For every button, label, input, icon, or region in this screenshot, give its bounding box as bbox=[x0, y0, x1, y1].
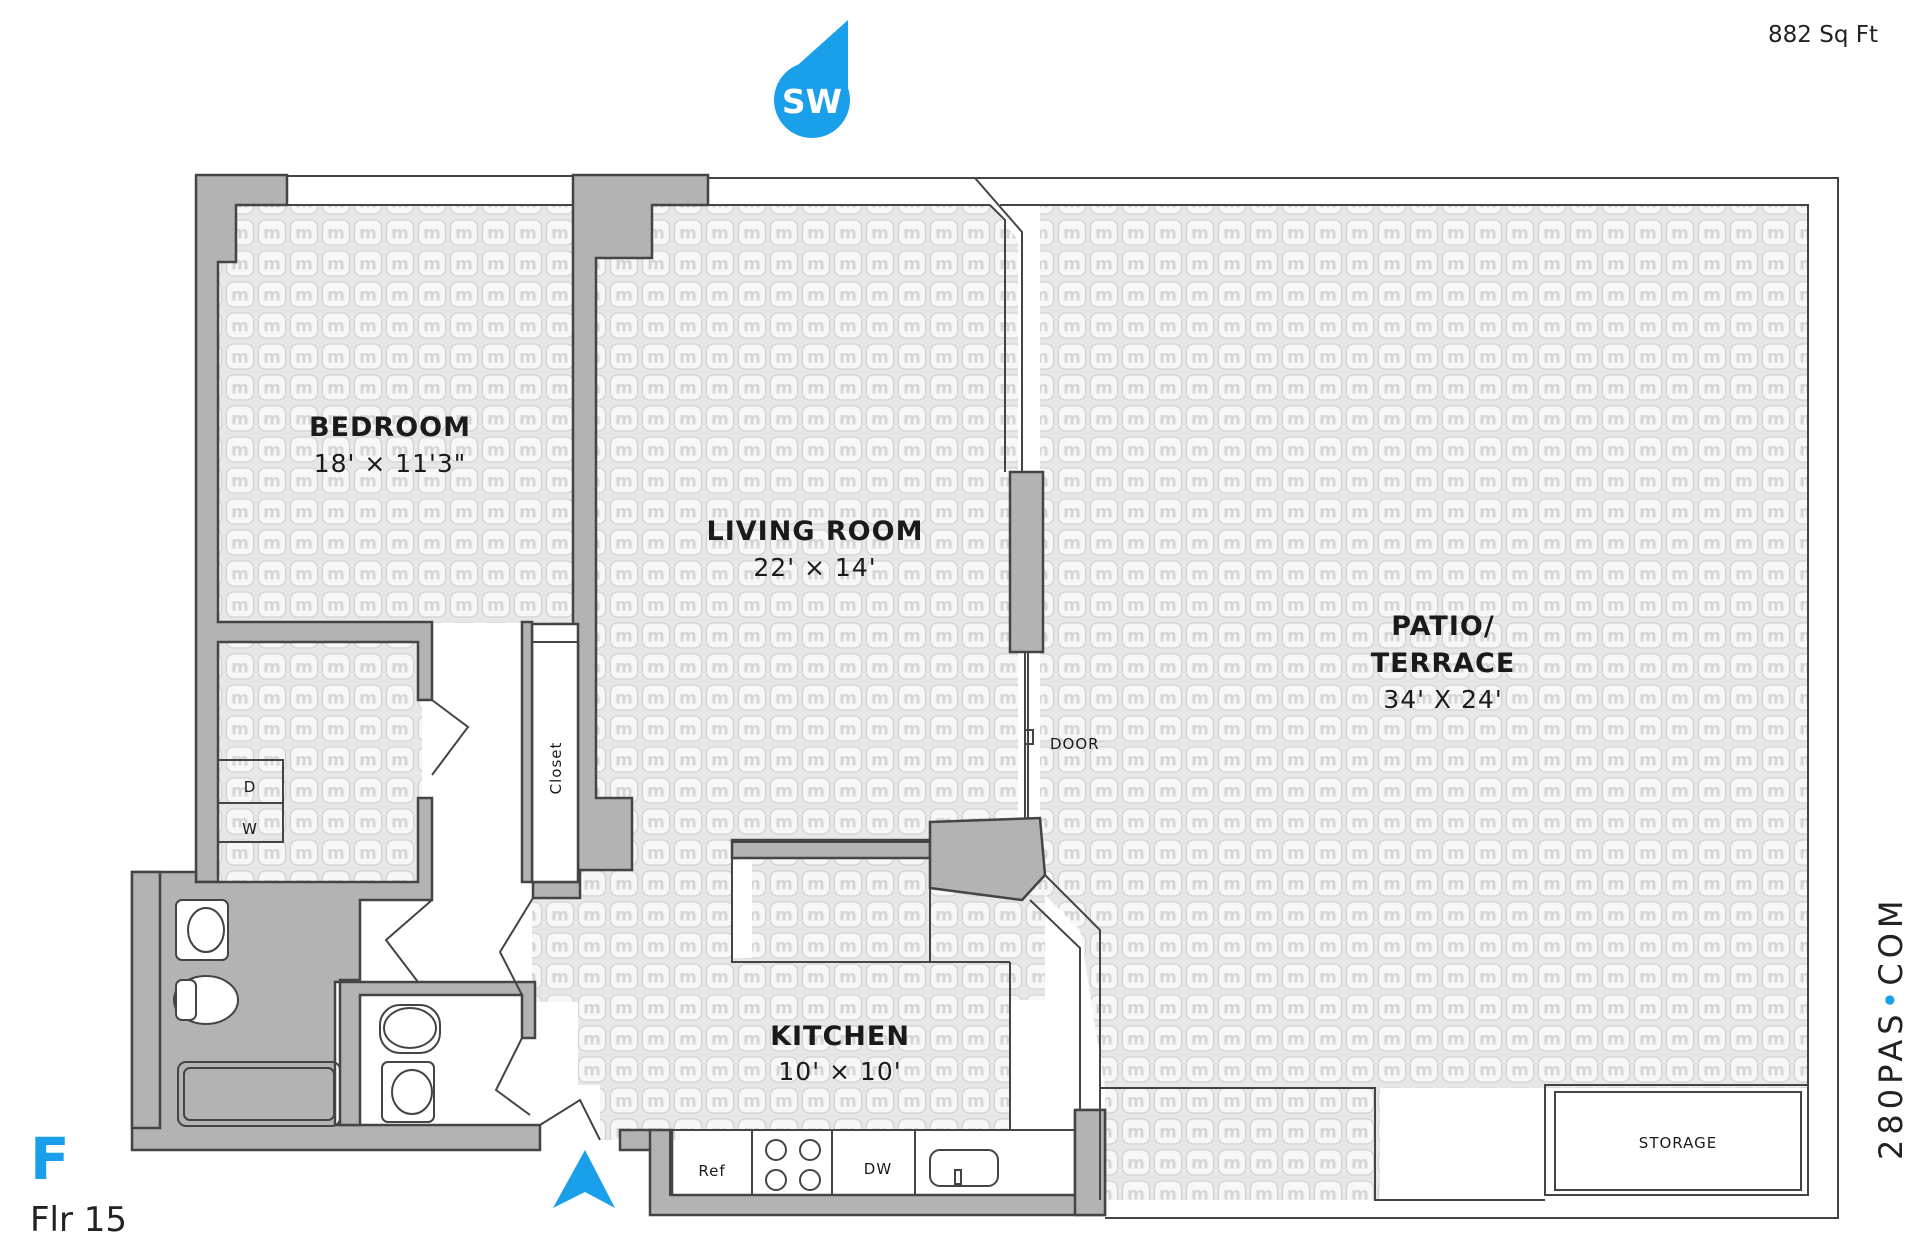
brand-text-a: 280PAS bbox=[1872, 1009, 1910, 1160]
kitchen-name: KITCHEN bbox=[770, 1021, 910, 1052]
living-room-name: LIVING ROOM bbox=[707, 516, 924, 547]
kitchen-dims: 10' × 10' bbox=[778, 1057, 901, 1086]
compass-label: SW bbox=[782, 82, 842, 121]
fridge-label: Ref bbox=[698, 1162, 725, 1180]
unit-letter: F bbox=[30, 1125, 70, 1193]
living-room-dims: 22' × 14' bbox=[753, 553, 876, 582]
floor-number: Flr 15 bbox=[30, 1200, 128, 1240]
brand-logo: 280PAS•COM bbox=[1872, 895, 1910, 1160]
brand-dot: • bbox=[1872, 985, 1910, 1010]
patio-dims: 34' X 24' bbox=[1383, 685, 1502, 714]
patio-name-line1: PATIO/ bbox=[1391, 611, 1494, 642]
brand-text-b: COM bbox=[1872, 895, 1910, 986]
window-lines bbox=[177, 175, 1839, 1219]
square-footage: 882 Sq Ft bbox=[1768, 22, 1878, 48]
entry-arrow-icon bbox=[553, 1150, 615, 1208]
patio-name-line2: TERRACE bbox=[1371, 648, 1516, 679]
compass-icon: SW bbox=[774, 20, 850, 138]
washer-label: W bbox=[242, 820, 258, 838]
bedroom-name: BEDROOM bbox=[309, 412, 471, 443]
dryer-label: D bbox=[244, 778, 257, 796]
closet-label: Closet bbox=[547, 742, 565, 795]
storage-label: STORAGE bbox=[1639, 1134, 1717, 1152]
bath-fixtures bbox=[173, 899, 999, 1195]
door-label: DOOR bbox=[1050, 735, 1100, 753]
dishwasher-label: DW bbox=[864, 1160, 892, 1178]
bedroom-dims: 18' × 11'3" bbox=[314, 449, 467, 478]
